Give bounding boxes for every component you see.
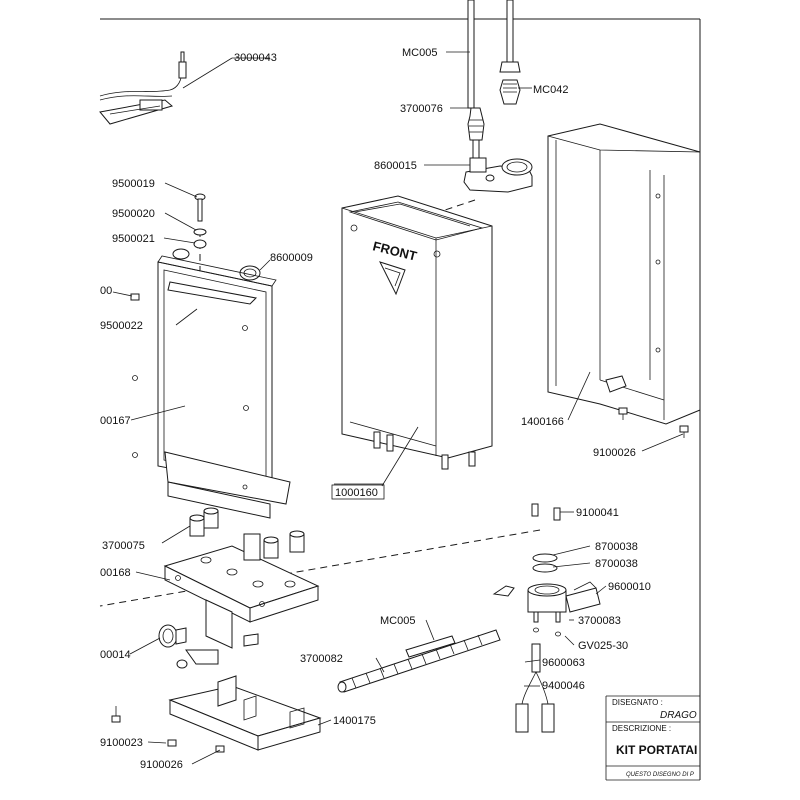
label-9100026-bottom: 9100026 <box>140 759 183 771</box>
label-1400166: 1400166 <box>521 416 564 428</box>
label-9600010: 9600010 <box>608 581 651 593</box>
bracket-1400168 <box>163 533 320 649</box>
label-00014: 00014 <box>100 649 131 661</box>
knob-00014 <box>158 624 259 669</box>
label-3000043: 3000043 <box>234 52 277 64</box>
label-9500021: 9500021 <box>112 233 155 245</box>
label-gv025-30: GV025-30 <box>578 640 628 652</box>
label-8600015: 8600015 <box>374 160 417 172</box>
label-9100041: 9100041 <box>576 507 619 519</box>
tubes-3700082-MC005 <box>337 629 501 693</box>
label-1000160-box <box>331 484 385 500</box>
probe-rods <box>467 0 521 109</box>
title-footer: QUESTO DISEGNO DI P <box>626 772 694 778</box>
connector-3700076 <box>467 107 485 159</box>
label-00168: 00168 <box>100 567 131 579</box>
label-9400046: 9400046 <box>542 680 585 692</box>
screws-right <box>618 407 689 438</box>
holder-8600015 <box>463 157 533 193</box>
probes-9600063-9400046 <box>515 643 555 733</box>
title-disegnato-value: DRAGO <box>660 710 697 721</box>
leader-lines <box>112 51 684 765</box>
label-1400175: 1400175 <box>333 715 376 727</box>
label-00: 00 <box>100 285 112 297</box>
housing-1400166 <box>547 123 701 425</box>
label-8700038-a: 8700038 <box>595 541 638 553</box>
tank-1000160: FRONT <box>341 195 493 470</box>
title-disegnato-label: DISEGNATO : <box>612 698 663 707</box>
label-9500020: 9500020 <box>112 208 155 220</box>
label-9500019: 9500019 <box>112 178 155 190</box>
label-9500022: 9500022 <box>100 320 143 332</box>
label-8700038-b: 8700038 <box>595 558 638 570</box>
label-00167: 00167 <box>100 415 131 427</box>
label-3700075: 3700075 <box>102 540 145 552</box>
label-mc005-bottom: MC005 <box>380 615 415 627</box>
label-9600063: 9600063 <box>542 657 585 669</box>
label-9100023: 9100023 <box>100 737 143 749</box>
label-mc005-top: MC005 <box>402 47 437 59</box>
title-descrizione-label: DESCRIZIONE : <box>612 724 671 733</box>
label-mc042: MC042 <box>533 84 568 96</box>
screws-bottom-left <box>111 706 225 753</box>
label-9100026-right: 9100026 <box>593 447 636 459</box>
label-3700076: 3700076 <box>400 103 443 115</box>
label-8600009: 8600009 <box>270 252 313 264</box>
bracket-1400175 <box>168 675 322 751</box>
label-3700083: 3700083 <box>578 615 621 627</box>
part-labels: 3000043 MC005 MC042 3700076 8600015 9500… <box>100 47 651 771</box>
bushings-3700075 <box>189 507 305 559</box>
title-block: DISEGNATO : DRAGO DESCRIZIONE : KIT PORT… <box>605 695 700 781</box>
label-3700082: 3700082 <box>300 653 343 665</box>
panel-1400167 <box>132 255 291 519</box>
title-descrizione-value: KIT PORTATAI <box>616 743 697 757</box>
cable-assembly-3000043 <box>99 51 187 125</box>
label-1000160: 1000160 <box>335 487 378 499</box>
thermostat-group <box>492 503 601 637</box>
